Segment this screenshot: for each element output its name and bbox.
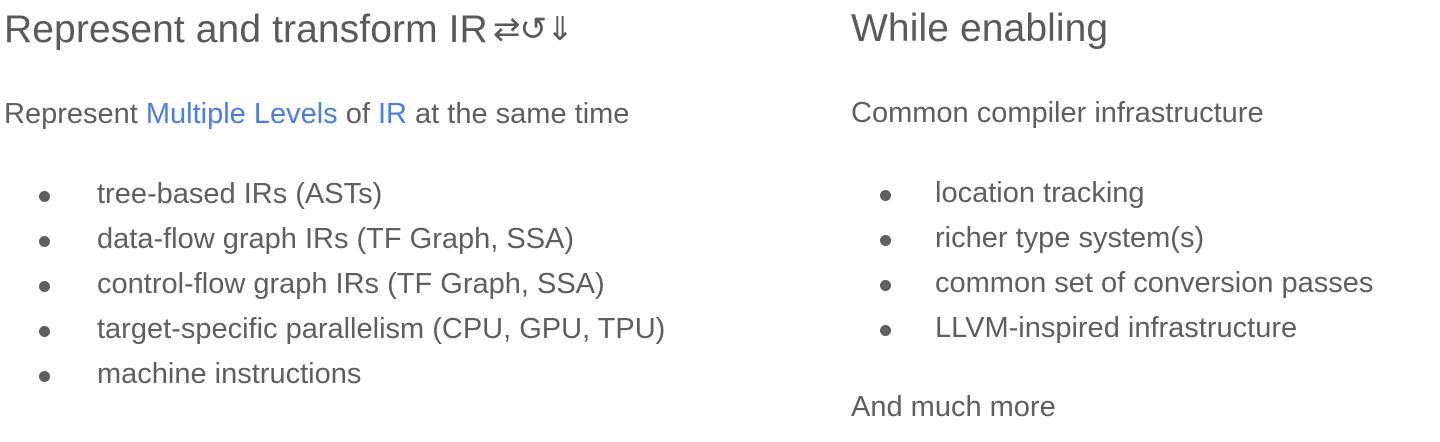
transform-arrows-icon: ⇄↺⇓ (492, 10, 574, 47)
left-subhead-part1: Represent (4, 98, 146, 130)
list-item: tree-based IRs (ASTs) (4, 172, 804, 217)
bullet-dot-icon (39, 236, 50, 247)
bullet-dot-icon (39, 371, 50, 382)
bullet-dot-icon (39, 191, 50, 202)
list-item: data-flow graph IRs (TF Graph, SSA) (4, 217, 804, 262)
bullet-dot-icon (39, 281, 50, 292)
right-subhead: Common compiler infrastructure (851, 97, 1264, 129)
list-item: LLVM-inspired infrastructure (851, 306, 1440, 351)
left-subhead-part2: of (337, 98, 378, 130)
list-item-label: richer type system(s) (935, 222, 1205, 254)
link-multiple-levels[interactable]: Multiple Levels (145, 98, 338, 130)
right-footnote: And much more (851, 391, 1056, 423)
right-heading: While enabling (851, 7, 1109, 50)
list-item: common set of conversion passes (851, 261, 1440, 306)
list-item: target-specific parallelism (CPU, GPU, T… (4, 307, 804, 352)
right-column: While enabling Common compiler infrastru… (851, 0, 1440, 425)
list-item-label: control-flow graph IRs (TF Graph, SSA) (97, 268, 605, 300)
list-item-label: tree-based IRs (ASTs) (97, 178, 383, 210)
bullet-dot-icon (880, 325, 891, 336)
left-subhead: Represent Multiple Levels of IR at the s… (4, 96, 804, 132)
left-heading: Represent and transform IR⇄↺⇓ (4, 0, 804, 54)
list-item-label: common set of conversion passes (935, 267, 1374, 299)
link-ir[interactable]: IR (378, 98, 407, 130)
list-item: control-flow graph IRs (TF Graph, SSA) (4, 262, 804, 307)
left-heading-text: Represent and transform IR (4, 8, 488, 51)
list-item-label: data-flow graph IRs (TF Graph, SSA) (97, 223, 575, 255)
bullet-dot-icon (880, 280, 891, 291)
list-item-label: LLVM-inspired infrastructure (935, 312, 1298, 344)
bullet-dot-icon (39, 326, 50, 337)
right-bullet-list: location tracking richer type system(s) … (851, 171, 1440, 351)
left-column: Represent and transform IR⇄↺⇓ Represent … (4, 0, 804, 397)
list-item-label: target-specific parallelism (CPU, GPU, T… (97, 313, 666, 345)
list-item-label: machine instructions (97, 358, 362, 390)
list-item: richer type system(s) (851, 216, 1440, 261)
list-item-label: location tracking (935, 177, 1145, 209)
list-item: machine instructions (4, 352, 804, 397)
bullet-dot-icon (880, 235, 891, 246)
left-bullet-list: tree-based IRs (ASTs) data-flow graph IR… (4, 172, 804, 397)
left-subhead-part3: at the same time (407, 98, 630, 130)
list-item: location tracking (851, 171, 1440, 216)
bullet-dot-icon (880, 190, 891, 201)
